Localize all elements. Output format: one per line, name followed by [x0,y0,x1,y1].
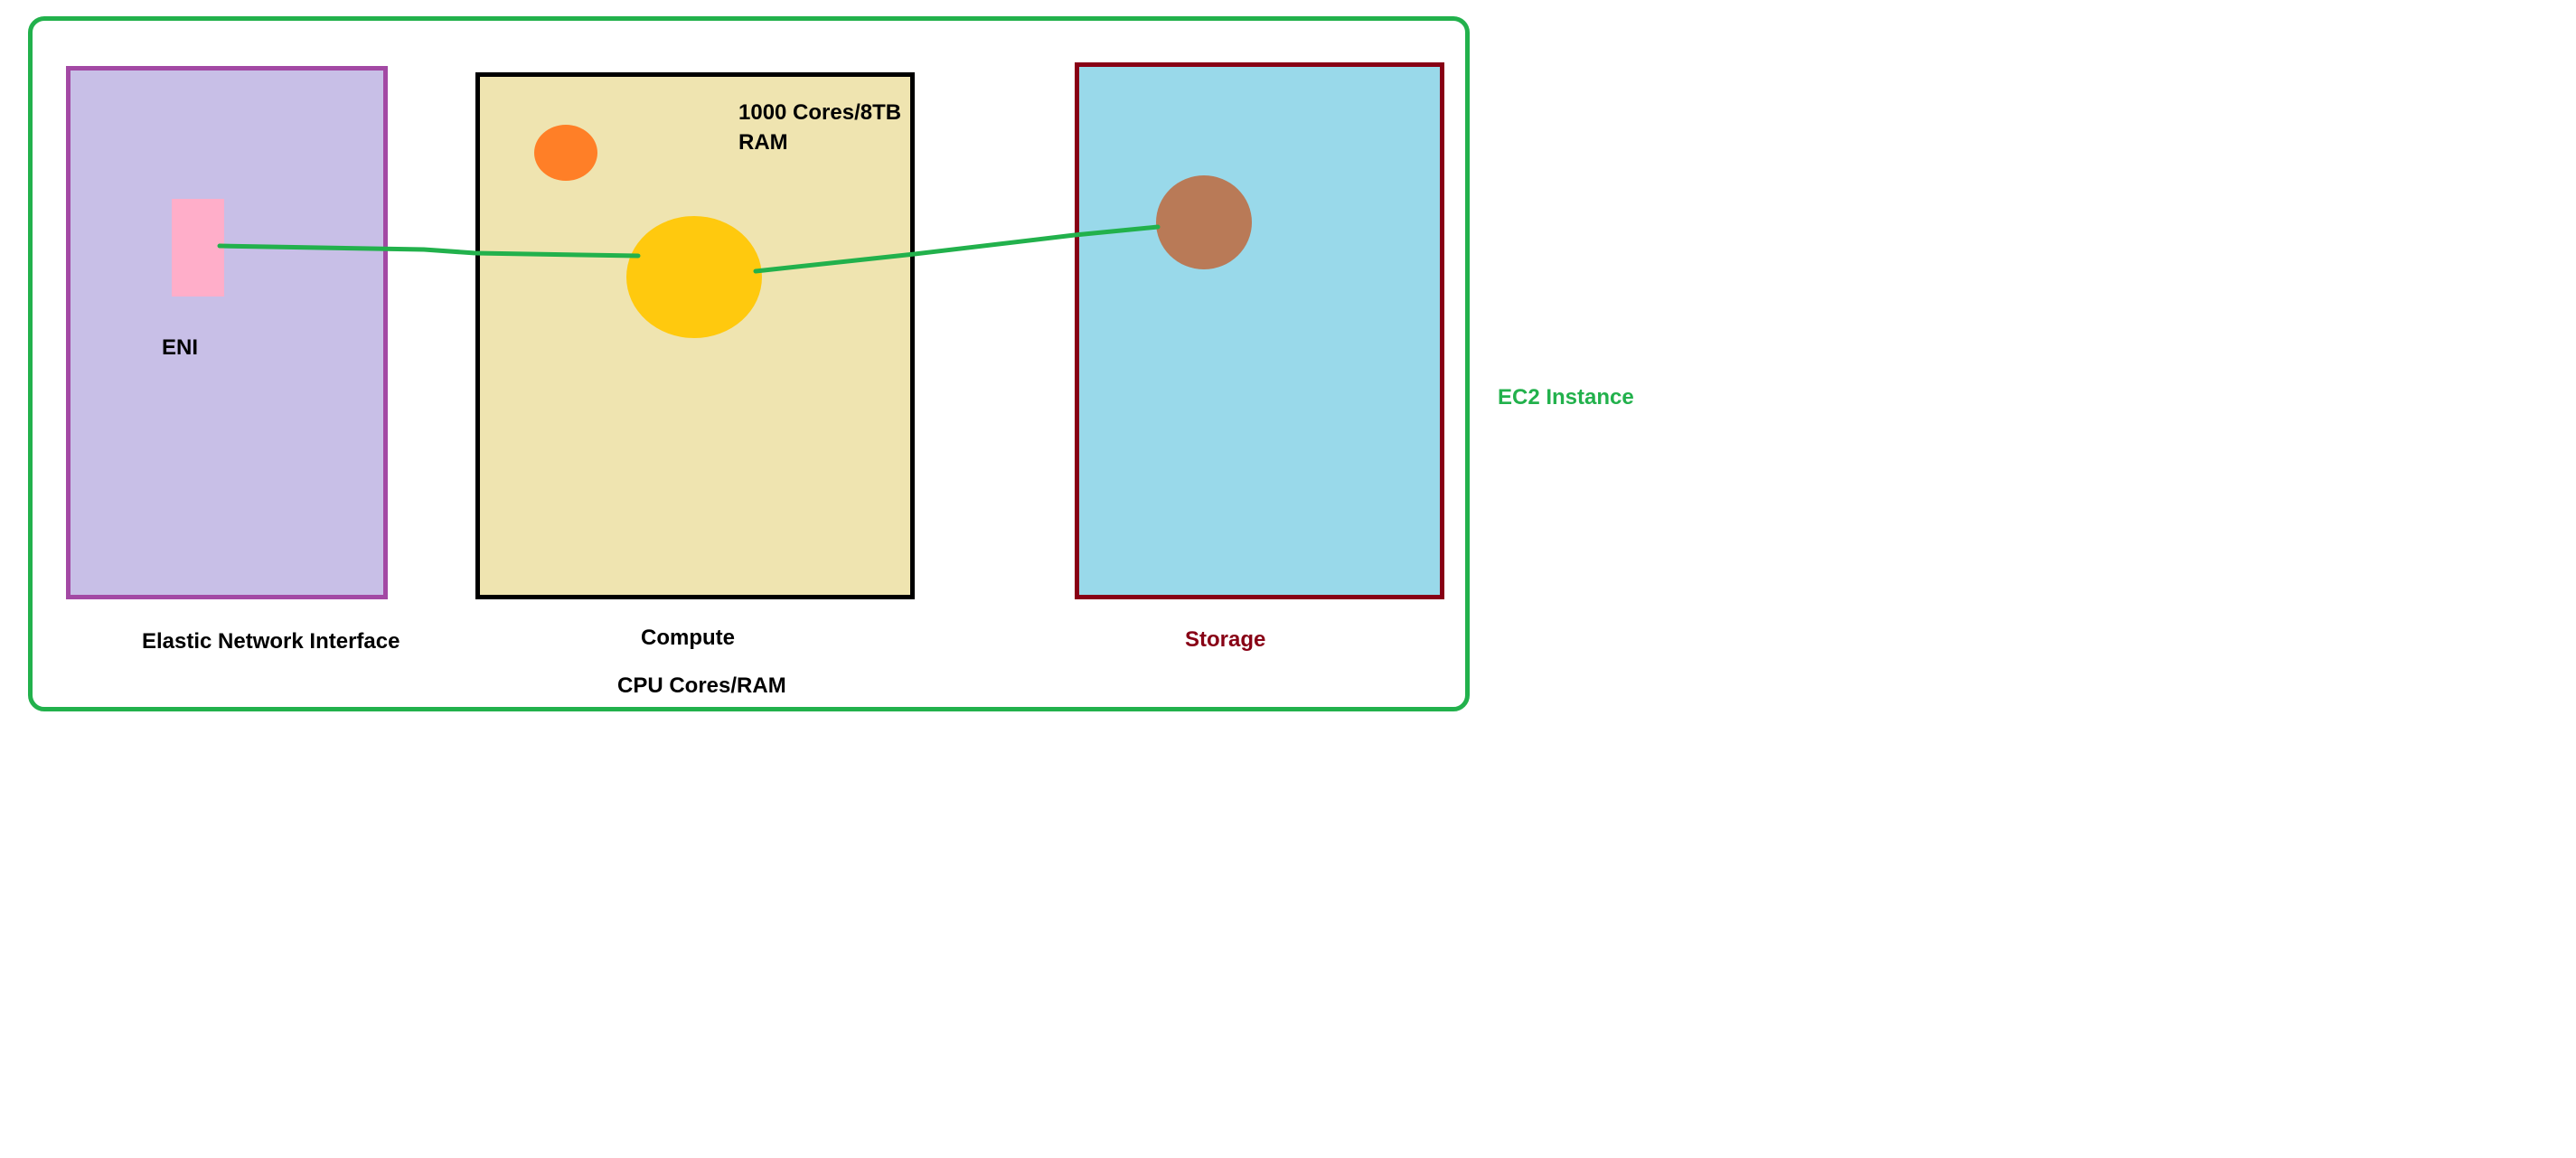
storage-caption: Storage [1185,627,1266,652]
compute-spec-line1: 1000 Cores/8TB [738,100,902,125]
ec2-instance-boundary [28,16,1470,711]
compute-box [475,72,915,599]
eni-caption: Elastic Network Interface [142,629,400,654]
compute-subcaption: CPU Cores/RAM [617,673,786,698]
cpu-core-circle [534,125,597,181]
eni-port-label: ENI [162,335,199,360]
ec2-instance-label: EC2 Instance [1498,385,1634,410]
compute-spec-line2: RAM [738,130,788,155]
storage-disk-circle [1156,175,1252,269]
eni-port [172,199,224,297]
storage-box [1075,62,1444,599]
cpu-main-circle [626,216,762,338]
eni-box [66,66,388,599]
compute-caption: Compute [641,626,735,650]
